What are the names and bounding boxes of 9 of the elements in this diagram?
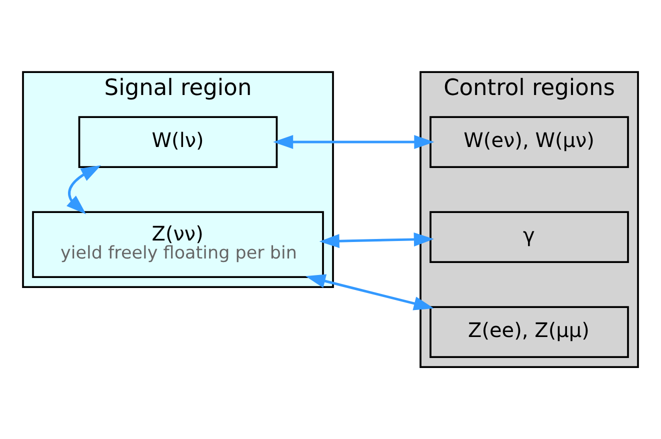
node-box: γ	[430, 211, 629, 263]
arrow	[66, 165, 102, 214]
arrow	[319, 232, 434, 248]
arrow	[305, 274, 434, 310]
node-box: W(lν)	[78, 116, 278, 168]
node-box: Z(νν) yield freely floating per bin	[32, 211, 324, 278]
arrow	[273, 134, 434, 150]
node-box: Z(ee), Z(μμ)	[430, 306, 629, 358]
node-box: W(eν), W(μν)	[430, 116, 629, 168]
